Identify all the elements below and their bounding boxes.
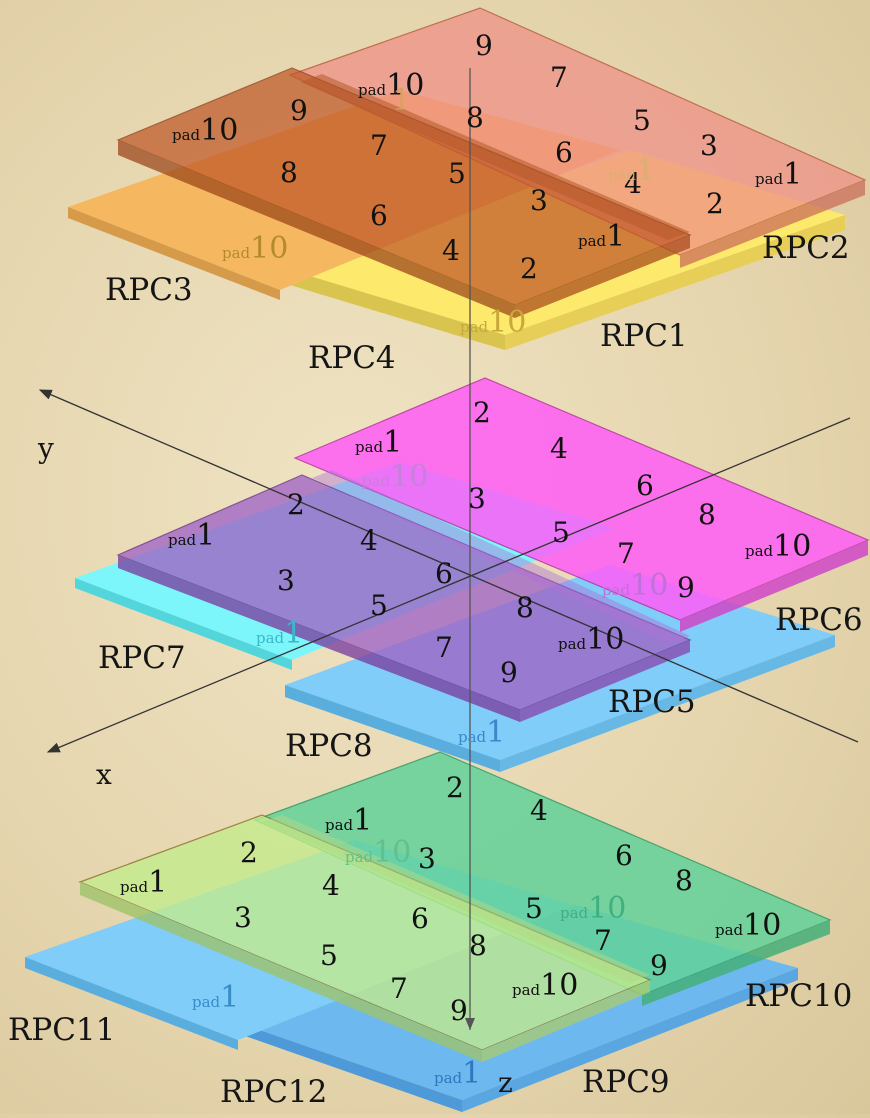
rpc10-pad-number: 3 [418,842,436,875]
rpc5-pad-number: 2 [287,488,305,521]
rpc12-label: RPC12 [220,1074,327,1110]
rpc10-pad-number: 5 [525,892,543,925]
rpc5-pad-number: 6 [435,557,453,590]
rpc10-pad-number: 6 [615,839,633,872]
rpc4-pad-number: 8 [466,101,484,134]
rpc12-pad-number: 3 [234,901,252,934]
rpc5-pad-number: 7 [435,631,453,664]
z-axis-label: z [498,1066,513,1099]
rpc12-pad-number: 5 [320,939,338,972]
rpc5-pad-number: 8 [516,591,534,624]
rpc2-pad-number: 5 [633,104,651,137]
rpc6-pad-number: 4 [550,432,568,465]
rpc10-pad-number: 9 [650,949,668,982]
rpc9-label: RPC9 [582,1064,670,1100]
rpc6-pad-number: 2 [473,396,491,429]
x-axis-label: x [96,758,112,791]
rpc4-pad-number: 4 [442,234,460,267]
rpc2-label: RPC2 [762,230,850,266]
rpc5-pad-number: 5 [370,589,388,622]
rpc4-pad-number: 6 [555,136,573,169]
rpc5-label: RPC5 [608,684,696,720]
rpc5-pad-number: 4 [360,524,378,557]
rpc6-label: RPC6 [775,602,863,638]
rpc11-label: RPC11 [8,1012,115,1048]
rpc8-label: RPC8 [285,728,373,764]
rpc10-pad-number: 4 [530,794,548,827]
rpc7-label: RPC7 [98,640,186,676]
rpc12-pad-number: 7 [390,972,408,1005]
rpc4-pad-number: 8 [280,156,298,189]
rpc4-pad-number: 6 [370,199,388,232]
rpc6-pad-number: 9 [677,571,695,604]
rpc4-faint-pad-label: 1 [392,83,411,118]
rpc4-label: RPC4 [308,340,396,376]
rpc6-pad-number: 5 [552,516,570,549]
rpc4-pad-number: 7 [370,129,388,162]
rpc12-pad-number: 2 [240,836,258,869]
rpc1-label: RPC1 [600,318,688,354]
rpc6-pad-number: 6 [636,469,654,502]
rpc6-pad-number: 8 [698,498,716,531]
rpc4-pad-number: 5 [448,157,466,190]
rpc12-pad-number: 9 [450,994,468,1027]
rpc12-pad-number: 4 [322,869,340,902]
rpc4-pad-number: 2 [706,187,724,220]
rpc10-pad-number: 7 [594,924,612,957]
rpc2-pad-number: 7 [550,61,568,94]
rpc4-pad-number: 9 [290,94,308,127]
rpc4-pad-number: 2 [520,252,538,285]
y-axis-label: y [37,432,54,465]
rpc12-pad-number: 6 [411,902,429,935]
rpc4-pad-number: 3 [530,184,548,217]
rpc10-pad-number: 2 [446,771,464,804]
rpc12-pad-number: 8 [469,929,487,962]
rpc2-pad-number: 3 [700,129,718,162]
rpc5-pad-number: 3 [277,564,295,597]
rpc3-label: RPC3 [105,272,193,308]
rpc6-pad-number: 7 [617,537,635,570]
rpc6-pad-number: 3 [468,482,486,515]
rpc5-pad-number: 9 [500,656,518,689]
rpc10-label: RPC10 [745,978,852,1014]
rpc2-pad-number: 9 [475,29,493,62]
rpc10-pad-number: 8 [675,864,693,897]
